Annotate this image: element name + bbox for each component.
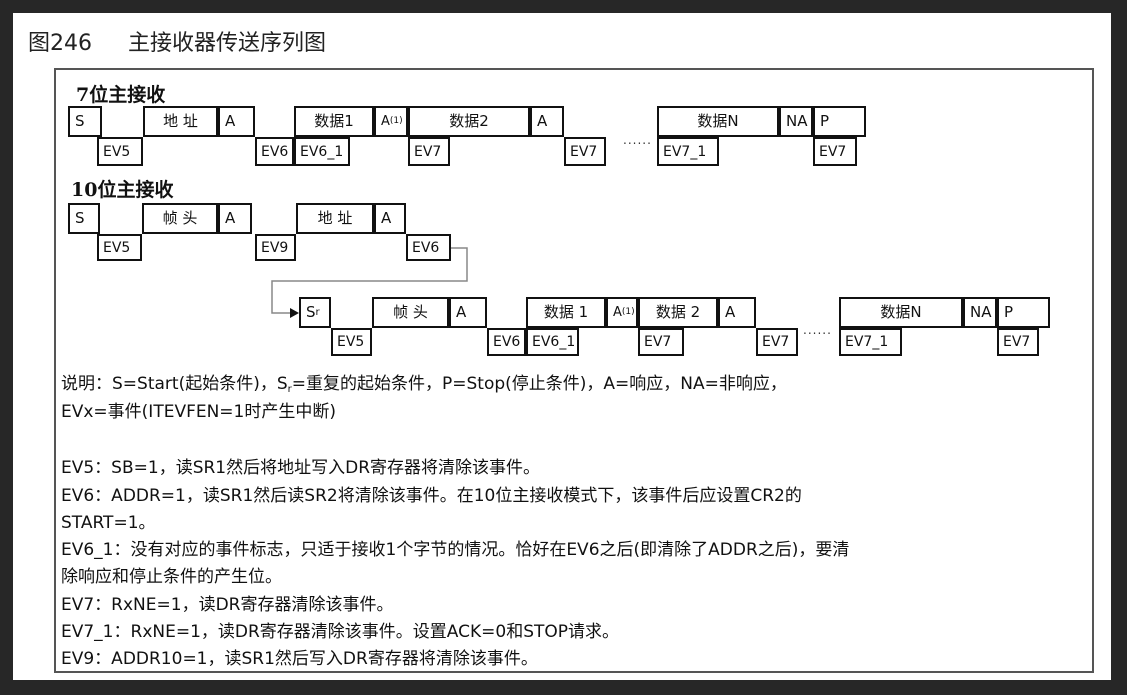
seq10-ev7-b: EV7: [756, 328, 798, 356]
seq7-ev7-c: EV7: [813, 137, 857, 166]
seq10-ack-box-3: A: [449, 297, 487, 328]
seq7-data1-box: 数据1: [294, 106, 374, 137]
note-ev5: EV5：SB=1，读SR1然后将地址写入DR寄存器将清除该事件。: [61, 458, 541, 478]
seq10-nack-box: NA: [963, 297, 997, 328]
seq7-ev7-1: EV7_1: [657, 137, 719, 166]
seq10-header-box-2: 帧 头: [372, 297, 449, 328]
seq7-start-box: S: [68, 106, 102, 137]
note-ev6-1-line-2: 除响应和停止条件的产生位。: [61, 567, 282, 587]
seq10-data2-box: 数据 2: [638, 297, 718, 328]
seq7-ev5: EV5: [97, 137, 143, 166]
seq10-ack-box-2: A: [374, 203, 406, 234]
seq7-ack-box-2: A: [530, 106, 564, 137]
seq10-ev6-row1: EV6: [406, 234, 451, 261]
figure-caption: 主接收器传送序列图: [128, 31, 327, 56]
seq7-data2-box: 数据2: [408, 106, 530, 137]
seq7-ev6-1: EV6_1: [294, 137, 350, 166]
seq10-ellipsis: ......: [803, 323, 832, 337]
seq10-data1-box: 数据 1: [526, 297, 606, 328]
note-ev6-line-1: EV6：ADDR=1，读SR1然后读SR2将清除该事件。在10位主接收模式下，该…: [61, 486, 802, 506]
seq10-ev6-row2: EV6: [487, 328, 526, 356]
document-page: 图246 主接收器传送序列图 7位主接收 S 地 址 A 数据1 A(1) 数据…: [13, 13, 1111, 680]
seq10-ack-note-label: A: [613, 305, 622, 320]
legend-part-2: =重复的起始条件，P=Stop(停止条件)，A=响应，NA=非响应，: [291, 374, 787, 394]
seq10-ack-note-sup: (1): [621, 307, 635, 317]
restart-label: S: [306, 303, 316, 321]
seq7-nack-box: NA: [779, 106, 813, 137]
note-ev6-line-2: START=1。: [61, 513, 156, 533]
seq7-stop-box: P: [813, 106, 866, 137]
seq7-ack-note-box: A(1): [374, 106, 408, 137]
seq10-ack-note-box: A(1): [606, 297, 638, 328]
sequence-connector-arrow: [271, 247, 468, 318]
seq10-address-box: 地 址: [296, 203, 374, 234]
seq7-dataN-box: 数据N: [657, 106, 779, 137]
seq10-ev7-a: EV7: [638, 328, 684, 356]
seq10-ev5-row1: EV5: [97, 234, 142, 261]
seq10-header-box-1: 帧 头: [142, 203, 218, 234]
note-ev9: EV9：ADDR10=1，读SR1然后写入DR寄存器将清除该事件。: [61, 649, 538, 669]
restart-sub: r: [315, 306, 320, 318]
note-ev6-1-line-1: EV6_1：没有对应的事件标志，只适于接收1个字节的情况。恰好在EV6之后(即清…: [61, 540, 850, 560]
seq7-ack-box-1: A: [218, 106, 255, 137]
note-ev7-1: EV7_1：RxNE=1，读DR寄存器清除该事件。设置ACK=0和STOP请求。: [61, 622, 620, 642]
figure-title-bar: 图246 主接收器传送序列图: [13, 13, 1111, 65]
seq10-ev7-1: EV7_1: [839, 328, 902, 356]
seq10-ack-box-4: A: [718, 297, 756, 328]
seq10-dataN-box: 数据N: [839, 297, 963, 328]
seq10-ev6-1: EV6_1: [526, 328, 579, 356]
diagram-frame: [54, 68, 1094, 673]
legend-line-2: EVx=事件(ITEVFEN=1时产生中断): [61, 402, 337, 422]
seq10-ack-box-1: A: [218, 203, 252, 234]
seq7-ev7-a: EV7: [408, 137, 450, 166]
seq7-ev6: EV6: [255, 137, 294, 166]
seq10-ev7-c: EV7: [997, 328, 1039, 356]
seq10-ev9: EV9: [255, 234, 296, 261]
seq7-ack-note-label: A: [381, 114, 390, 129]
figure-label: 图246: [28, 31, 92, 56]
legend-sub: r: [287, 384, 292, 395]
seq7-address-box: 地 址: [143, 106, 218, 137]
seq7-ellipsis: ......: [623, 133, 652, 147]
legend-part-1: 说明：S=Start(起始条件)，S: [61, 374, 288, 394]
seq10-title: 10位主接收: [71, 179, 174, 201]
seq7-ev7-b: EV7: [564, 137, 606, 166]
seq7-title: 7位主接收: [76, 84, 166, 106]
seq10-start-box: S: [68, 203, 100, 234]
note-ev7: EV7：RxNE=1，读DR寄存器清除该事件。: [61, 595, 394, 615]
seq10-stop-box: P: [997, 297, 1050, 328]
legend-line-1: 说明：S=Start(起始条件)，Sr=重复的起始条件，P=Stop(停止条件)…: [61, 369, 787, 395]
seq10-ev5-row2: EV5: [331, 328, 372, 356]
seq7-ack-note-sup: (1): [389, 116, 403, 126]
